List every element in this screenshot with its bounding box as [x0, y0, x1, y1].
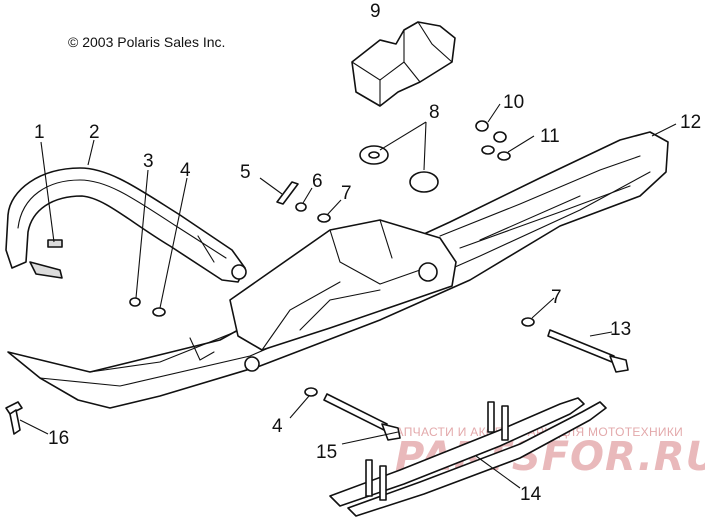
copyright-text: © 2003 Polaris Sales Inc.: [68, 34, 225, 50]
callout-1: 1: [34, 122, 45, 143]
callout-3: 3: [143, 151, 154, 172]
part-4-washer-upper: [152, 307, 166, 317]
part-7-washer-upper: [317, 213, 331, 223]
callout-15: 15: [316, 442, 337, 463]
callout-12: 12: [680, 112, 701, 133]
part-6-nut: [295, 202, 307, 212]
callout-6: 6: [312, 171, 323, 192]
callout-16: 16: [48, 428, 69, 449]
part-7-washer-lower: [521, 317, 535, 327]
callout-11: 11: [540, 126, 560, 147]
part-2-ski-loop: [5, 167, 247, 283]
part-11-washer-a: [481, 145, 495, 155]
spindle-bracket: [189, 219, 457, 372]
part-9-saddle-block: [351, 21, 456, 107]
part-1-decal: [47, 239, 63, 248]
part-14-wear-bars: [329, 397, 607, 517]
callout-4-upper: 4: [180, 160, 191, 181]
part-5-cotter-pin: [276, 181, 299, 205]
callout-7-lower: 7: [551, 287, 562, 308]
part-4-washer-lower: [304, 387, 318, 397]
part-10-nut-b: [493, 131, 507, 143]
callout-8: 8: [429, 102, 440, 123]
part-15-bolt: [323, 393, 401, 441]
callout-7-upper: 7: [341, 183, 352, 204]
callouts: 1 2 3 4 5 6 7 8 9 10 11 12 13 14 15 16 4…: [34, 1, 701, 505]
callout-9: 9: [370, 1, 381, 22]
part-16-bolt: [5, 401, 23, 435]
callout-2: 2: [89, 122, 100, 143]
callout-14: 14: [520, 484, 542, 505]
callout-10: 10: [503, 92, 524, 113]
watermark-tagline: ЗАПЧАСТИ И АКСЕССУАРЫ ДЛЯ МОТОТЕХНИКИ: [388, 425, 683, 439]
part-3-washer: [129, 297, 141, 307]
callout-13: 13: [610, 319, 631, 340]
part-11-washer-b: [497, 151, 511, 161]
leader-lines: [19, 103, 677, 489]
part-8-spacer-lower: [409, 171, 439, 193]
part-13-bolt: [547, 329, 629, 373]
part-10-nut-a: [475, 120, 489, 132]
callout-5: 5: [240, 162, 251, 183]
part-8-spacer-upper-hole: [368, 151, 380, 159]
callout-4-lower: 4: [272, 416, 283, 437]
